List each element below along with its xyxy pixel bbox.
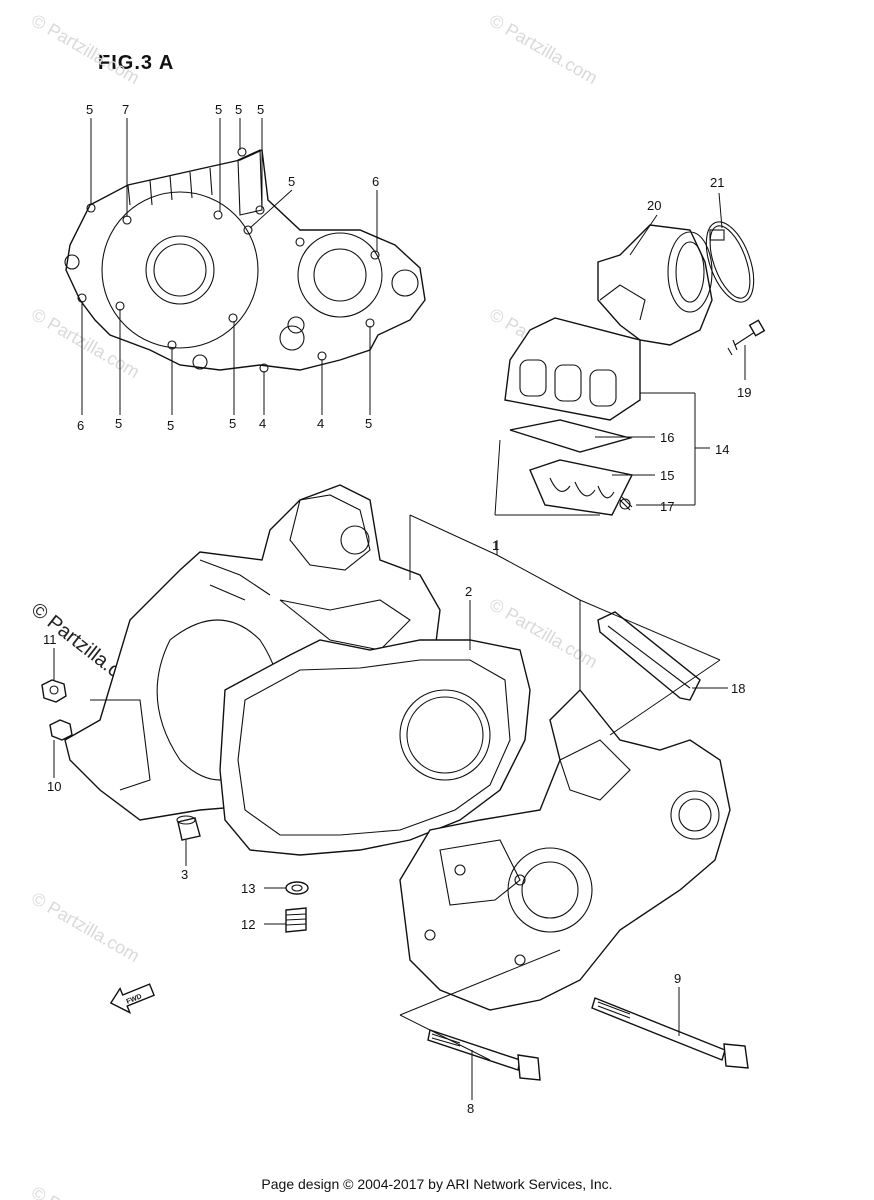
- callout-2: 2: [465, 584, 472, 599]
- callout-19: 19: [737, 385, 751, 400]
- callout-11: 11: [43, 632, 57, 647]
- callout-5: 5: [365, 416, 372, 431]
- page-footer: Page design © 2004-2017 by ARI Network S…: [261, 1176, 613, 1192]
- callout-18: 18: [731, 681, 745, 696]
- callout-5: 5: [215, 102, 222, 117]
- watermark: © Partzilla.com: [486, 10, 601, 88]
- callout-5: 5: [288, 174, 295, 189]
- callout-21: 21: [710, 175, 724, 190]
- callout-leaders-top: [81, 118, 378, 415]
- callout-17: 17: [660, 499, 674, 514]
- callout-12: 12: [241, 917, 255, 932]
- callouts-top: 5 7 5 5 5 5 6 6 5 5 5 4 4 5: [77, 102, 379, 433]
- callout-9: 9: [674, 971, 681, 986]
- callout-6: 6: [77, 418, 84, 433]
- callout-5: 5: [257, 102, 264, 117]
- callouts-main: 1 2 18 11 10 3 13 12 8 9: [43, 538, 745, 1116]
- callout-4: 4: [259, 416, 266, 431]
- callout-5: 5: [86, 102, 93, 117]
- callout-5: 5: [229, 416, 236, 431]
- callout-5: 5: [115, 416, 122, 431]
- callout-14: 14: [715, 442, 729, 457]
- callout-16: 16: [660, 430, 674, 445]
- callout-7: 7: [122, 102, 129, 117]
- callout-10: 10: [47, 779, 61, 794]
- crankcase-right-half: [399, 688, 731, 1011]
- figure-title: FIG.3 A: [98, 52, 175, 74]
- watermark: © Partzilla.com: [28, 888, 143, 966]
- callout-5: 5: [235, 102, 242, 117]
- reed-gasket-18: [597, 611, 701, 701]
- watermark: © Partzilla.com: [28, 10, 143, 88]
- callout-20: 20: [647, 198, 661, 213]
- callout-8: 8: [467, 1101, 474, 1116]
- fwd-arrow-icon: FWD: [109, 983, 155, 1015]
- callout-13: 13: [241, 881, 255, 896]
- callout-5: 5: [167, 418, 174, 433]
- callout-leaders-main: [53, 514, 728, 1100]
- callout-6: 6: [372, 174, 379, 189]
- crankcase-gasket: [219, 639, 531, 856]
- callouts-intake: 20 21 19 16 14 15 17: [647, 175, 751, 514]
- intake-assembly: [494, 192, 766, 516]
- callout-15: 15: [660, 468, 674, 483]
- callout-3: 3: [181, 867, 188, 882]
- callout-4: 4: [317, 416, 324, 431]
- callout-1: 1: [492, 538, 499, 553]
- crankcase-side-view: [64, 147, 426, 373]
